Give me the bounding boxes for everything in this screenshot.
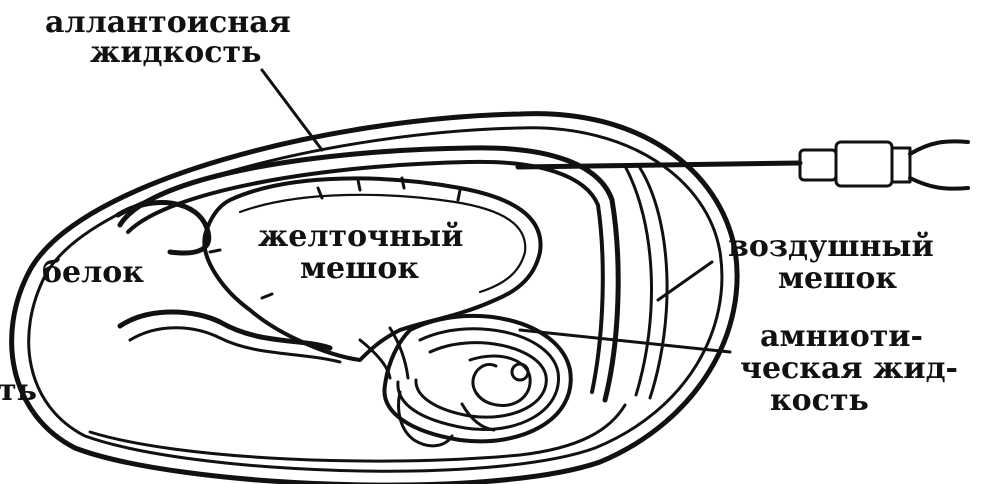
label-albumen: белок: [42, 255, 144, 290]
syringe-hub: [800, 150, 836, 180]
embryo-eye: [512, 364, 528, 380]
yolk-vessel-4: [458, 190, 460, 200]
label-cut-fragment: ть: [0, 373, 37, 408]
syringe-finger-grip: [910, 141, 968, 188]
label-amniotic-line3: кость: [770, 383, 869, 418]
membrane-lower: [90, 405, 625, 461]
syringe: [518, 141, 968, 188]
label-allantoic-line2: жидкость: [90, 35, 261, 70]
yolk-vessel-5: [210, 250, 220, 252]
label-amniotic-line2: ческая жид-: [740, 351, 958, 386]
label-air-line1: воздушный: [728, 229, 934, 264]
yolk-vessel-2: [358, 180, 360, 190]
leader-allantoic: [262, 70, 322, 150]
label-yolk-line2: мешок: [300, 251, 419, 286]
amnion-ring-2: [416, 343, 546, 417]
label-amniotic-line1: амниоти-: [760, 319, 923, 354]
syringe-barrel: [836, 142, 892, 186]
syringe-collar: [892, 148, 910, 182]
yolk-vessel-3: [402, 178, 404, 188]
label-air-line2: мешок: [778, 261, 897, 296]
air-sac-boundary-2: [625, 166, 652, 395]
yolk-vessel-6: [262, 294, 272, 298]
syringe-needle: [518, 163, 800, 167]
label-yolk-line1: желточный: [258, 219, 463, 254]
